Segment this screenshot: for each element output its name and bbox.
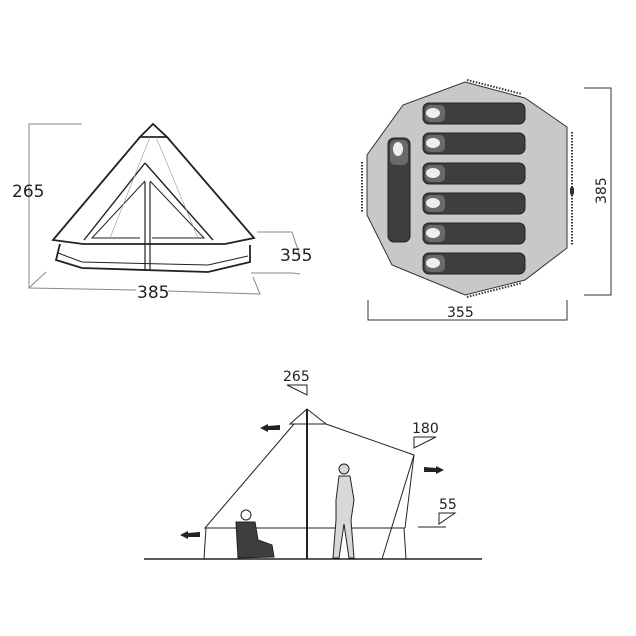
sleeping-bag — [422, 222, 526, 245]
sleeping-bag — [422, 132, 526, 155]
plan-width-label: 355 — [447, 305, 474, 321]
sleeping-bags — [387, 102, 526, 275]
wall-height-label: 180 — [412, 421, 439, 437]
front-height-label: 265 — [12, 182, 44, 202]
door-zippers — [361, 79, 573, 298]
front-view: 265 355 385 — [12, 122, 312, 303]
floor-plan: 355 385 — [361, 79, 612, 321]
sleeping-bag — [422, 102, 526, 125]
vent-arrow-icon — [260, 424, 280, 432]
standing-person — [332, 463, 355, 559]
peak-height-label: 265 — [283, 369, 310, 385]
sleeping-bag — [422, 192, 526, 215]
dimension-lines — [28, 123, 301, 295]
sitting-person — [235, 509, 275, 559]
vent-arrow-icon — [180, 531, 200, 539]
side-view: 265 180 55 — [144, 369, 482, 560]
plan-length-label: 385 — [594, 177, 610, 204]
ventilation-arrows — [180, 424, 444, 539]
sleeping-bag — [422, 252, 526, 275]
front-depth-label: 355 — [280, 246, 312, 266]
sleeping-bag — [422, 162, 526, 185]
front-width-label: 385 — [137, 283, 169, 303]
sidewall-label: 55 — [439, 497, 457, 513]
vent-arrow-icon — [424, 466, 444, 474]
tent-front — [51, 122, 256, 273]
sleeping-bag — [387, 137, 411, 243]
door-toggle-icon — [570, 187, 574, 195]
